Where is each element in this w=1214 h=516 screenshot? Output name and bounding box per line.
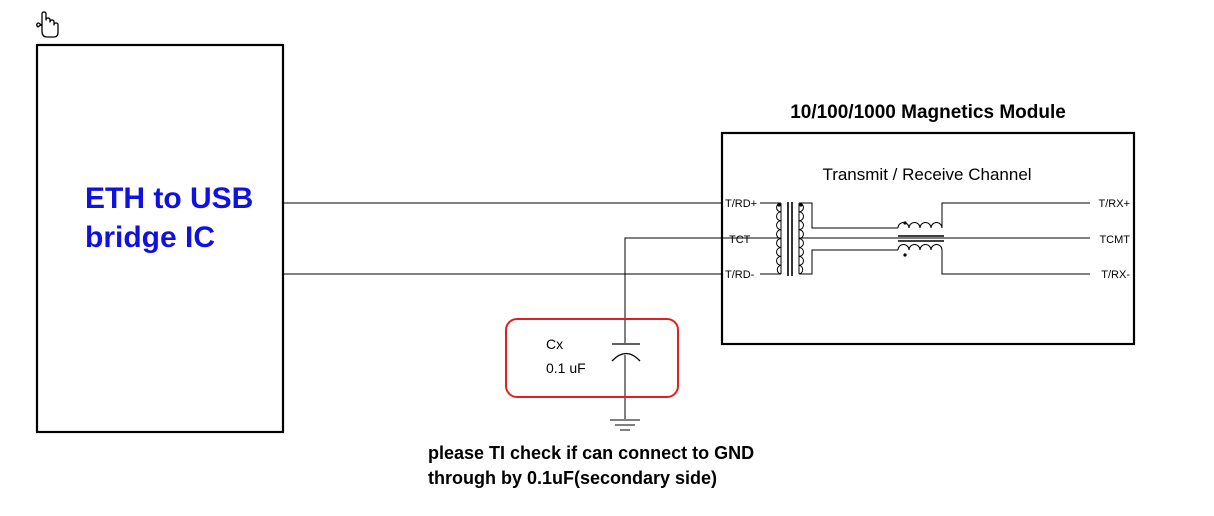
isolation-transformer [755, 202, 804, 276]
review-note: please TI check if can connect to GND th… [428, 441, 754, 491]
hand-cursor-icon [36, 11, 59, 38]
common-mode-choke [799, 202, 1090, 275]
pin-tcmt: TCMT [1099, 234, 1130, 246]
review-note-line2: through by 0.1uF(secondary side) [428, 468, 718, 488]
pin-tct: TCT [729, 234, 751, 246]
pin-trx-minus: T/RX- [1101, 269, 1130, 281]
wire-tct [624, 237, 755, 343]
ic-block [35, 43, 285, 434]
capacitor-value: 0.1 uF [546, 360, 586, 376]
pin-trd-minus: T/RD- [725, 269, 755, 281]
pin-trd-plus: T/RD+ [725, 198, 757, 210]
capacitor-symbol [611, 343, 641, 419]
capacitor-highlight [505, 318, 679, 398]
magnetics-title: 10/100/1000 Magnetics Module [790, 102, 1066, 123]
review-note-line1: please TI check if can connect to GND [428, 443, 755, 463]
ground-icon [610, 419, 640, 431]
ic-label-line2: bridge IC [85, 221, 215, 254]
ic-label-line1: ETH to USB [85, 182, 253, 215]
channel-label: Transmit / Receive Channel [822, 165, 1031, 184]
pin-trx-plus: T/RX+ [1099, 198, 1130, 210]
capacitor-name: Cx [546, 336, 563, 352]
